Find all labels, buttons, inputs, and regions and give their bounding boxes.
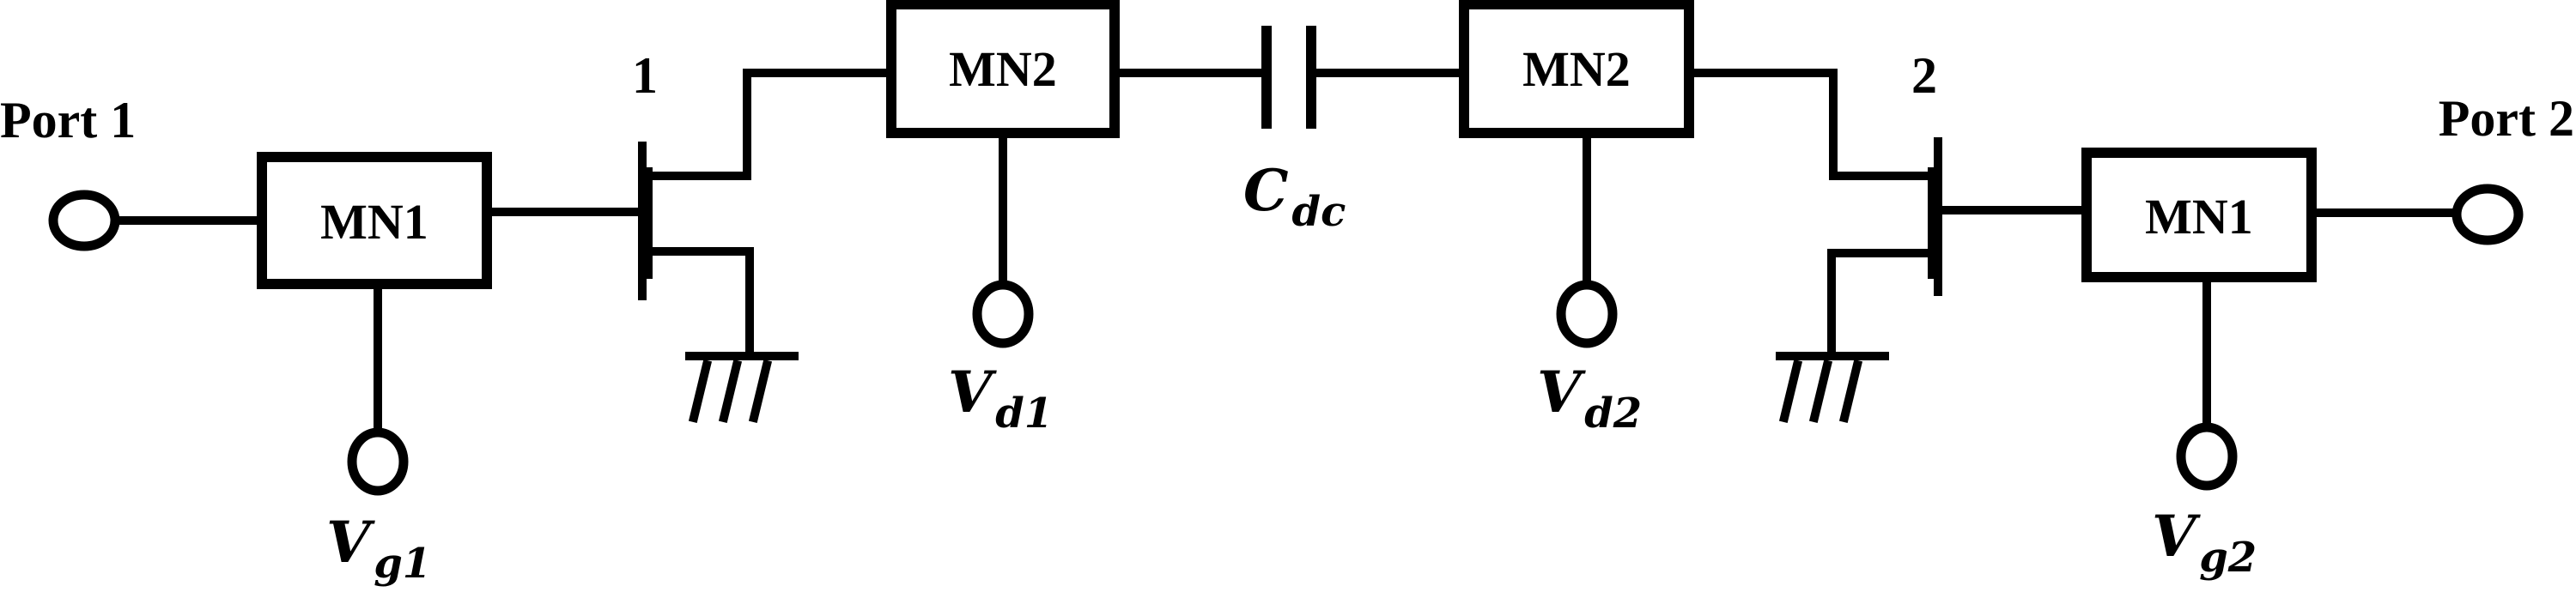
mn1-right-label: MN1 [2145,189,2253,245]
mn1-left-label: MN1 [320,194,428,250]
mn2-right-label: MN2 [1522,41,1631,97]
vg2-label: Vg2 [2152,503,2257,582]
vg1-label: Vg1 [326,509,431,588]
drain-lead-1 [644,69,896,180]
vd1-terminal [972,280,1034,348]
vd2-label: Vd2 [1537,359,1642,438]
ground-2-icon [1776,352,1889,424]
mn2-right-block: MN2 [1459,0,1694,138]
node2-label: 2 [1911,47,1937,104]
vd1-label: Vd1 [948,359,1053,438]
port2-label: Port 2 [2439,90,2574,147]
port1-terminal [48,190,120,251]
ground-1-icon [685,352,799,424]
vg2-terminal [2176,422,2238,491]
port2-terminal [2451,184,2524,245]
mn1-left-block: MN1 [257,152,492,289]
node1-label: 1 [632,47,658,104]
vg1-terminal [347,427,409,496]
transistor-1 [638,69,896,358]
port1-label: Port 1 [0,92,136,148]
source-lead-1 [644,247,754,358]
drain-lead-2 [1685,69,1936,180]
dc-block-capacitor [1261,26,1316,129]
mn1-right-block: MN1 [2081,148,2317,282]
cdc-label: Cdc [1243,157,1346,236]
source-lead-2 [1827,249,1936,358]
mn2-left-label: MN2 [949,41,1057,97]
vd2-terminal [1556,280,1618,348]
mn2-left-block: MN2 [886,0,1120,138]
transistor-2 [1685,69,1942,358]
